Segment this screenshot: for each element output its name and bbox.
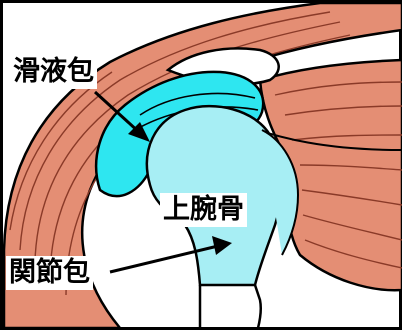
capsule-label: 関節包 bbox=[6, 256, 93, 290]
bursa-label: 滑液包 bbox=[10, 55, 97, 89]
humerus-label: 上腕骨 bbox=[160, 193, 247, 227]
